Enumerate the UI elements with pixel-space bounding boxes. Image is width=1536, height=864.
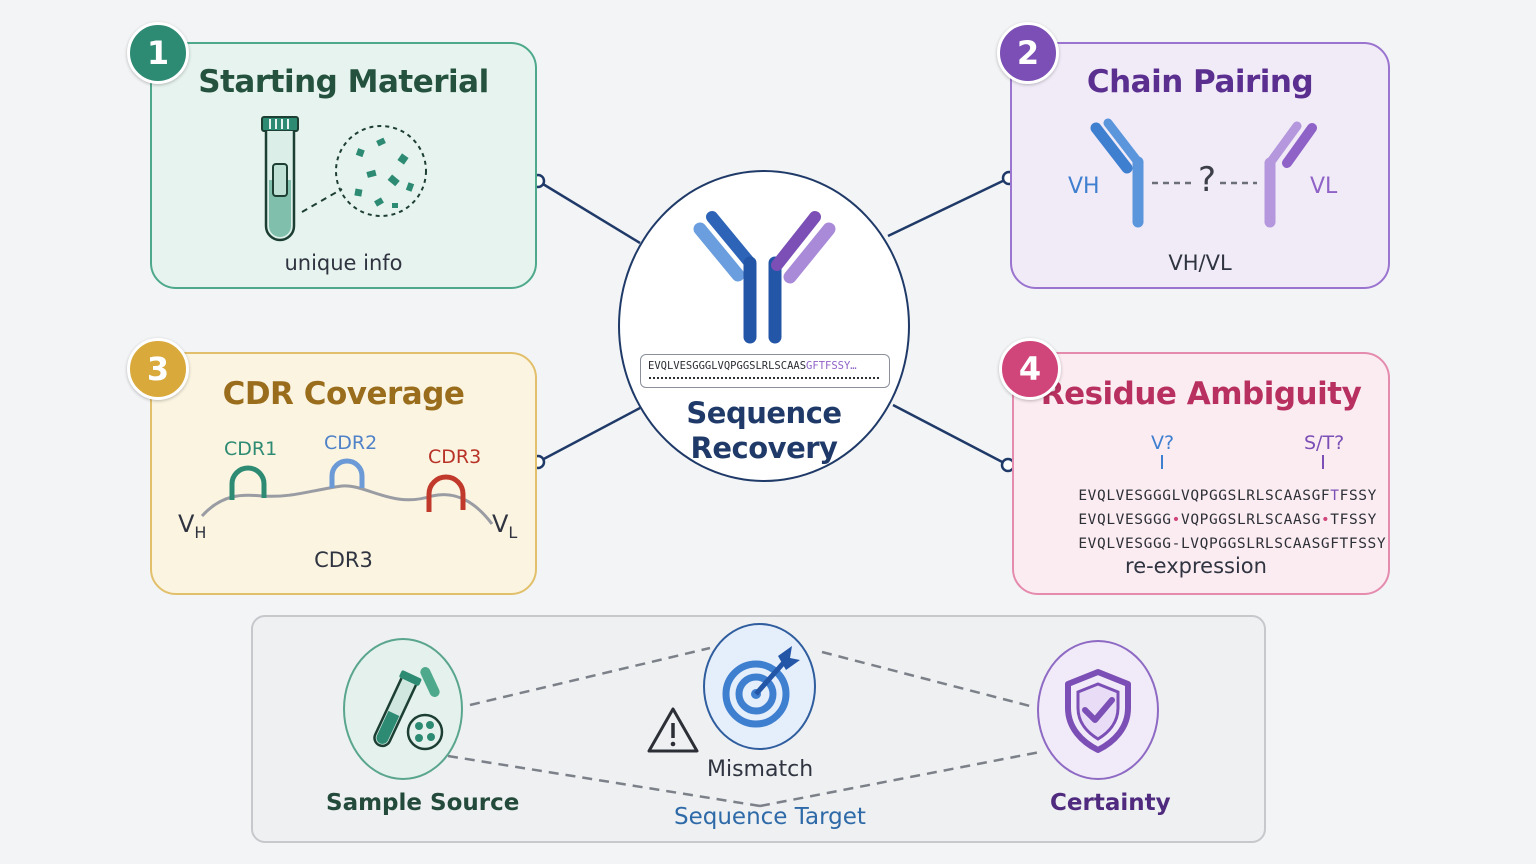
ambiguity-marker-v: [1161, 455, 1163, 469]
panel-cdr-coverage: CDR Coverage CDR1 CDR2 CDR3 VH VL CDR3: [150, 352, 537, 595]
vh-label: VH: [1068, 174, 1100, 199]
vl-label: VL: [1310, 174, 1338, 199]
cdr-loops-diagram: [200, 458, 494, 525]
cdr2-label: CDR2: [324, 432, 378, 454]
certainty-label: Certainty: [1050, 790, 1171, 816]
step-badge-2: 2: [997, 22, 1059, 84]
certainty-icon: [1037, 640, 1159, 780]
sample-source-label: Sample Source: [326, 790, 520, 816]
center-hub: EVQLVESGGGLVQPGGSLRLSCAASGFTFSSY… Sequen…: [618, 170, 910, 482]
test-tube-icon: [261, 116, 299, 242]
vl-terminal-label: VL: [492, 510, 518, 542]
panel-caption: VH/VL: [1168, 251, 1232, 275]
target-icon: [703, 623, 816, 750]
question-mark: ?: [1198, 160, 1217, 200]
sequence-row-3: EVQLVESGGG-LVQPGGSLRLSCAASGFTFSSY: [1078, 536, 1387, 552]
sequence-dots: [649, 377, 879, 379]
warning-icon: [647, 707, 699, 753]
panel-caption: re-expression: [1125, 554, 1267, 578]
panel-title: Chain Pairing: [1086, 64, 1314, 100]
sequence-text: EVQLVESGGGLVQPGGSLRLSCAASGFTFSSY…: [648, 360, 857, 372]
vh-terminal-label: VH: [178, 510, 207, 542]
step-badge-4: 4: [999, 338, 1061, 400]
sequence-row-1: EVQLVESGGGLVQPGGSLRLSCAASGFTFSSY: [1078, 488, 1377, 504]
cdr3-label: CDR3: [428, 446, 482, 468]
mismatch-label: Mismatch: [707, 757, 814, 782]
panel-title: Residue Ambiguity: [1040, 376, 1362, 412]
panel-chain-pairing: Chain Pairing VH ? VL VH/VL: [1010, 42, 1390, 289]
ambiguity-label-st: S/T?: [1304, 432, 1345, 454]
panel-residue-ambiguity: Residue Ambiguity V? S/T? EVQLVESGGGLVQP…: [1012, 352, 1390, 595]
sample-source-icon: [343, 638, 463, 780]
panel-title: Starting Material: [198, 64, 489, 100]
ambiguity-marker-st: [1322, 455, 1324, 469]
particles-magnifier-icon: [301, 125, 427, 217]
panel-title: CDR Coverage: [222, 376, 465, 412]
panel-starting-material: Starting Material unique info: [150, 42, 537, 289]
cdr1-label: CDR1: [224, 438, 278, 460]
panel-caption: unique info: [284, 251, 403, 275]
sequence-row-2: EVQLVESGGG•VQPGGSLRLSCAASG•TFSSY: [1078, 512, 1377, 528]
center-title: Sequence Recovery: [686, 396, 842, 465]
sequence-box: EVQLVESGGGLVQPGGSLRLSCAASGFTFSSY…: [640, 354, 890, 388]
antibody-chains-icon: [1090, 118, 1317, 228]
sequence-target-label: Sequence Target: [674, 804, 866, 830]
antibody-icon: [693, 211, 836, 344]
panel-caption: CDR3: [314, 548, 373, 572]
step-badge-3: 3: [127, 338, 189, 400]
ambiguity-label-v: V?: [1151, 432, 1175, 454]
step-badge-1: 1: [127, 22, 189, 84]
